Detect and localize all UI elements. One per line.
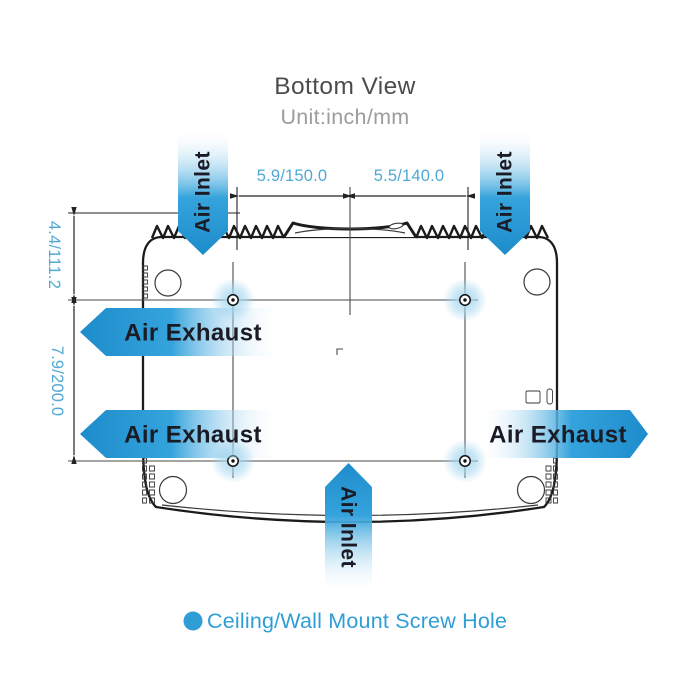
air-inlet-banner-top-right: Air Inlet [480, 128, 530, 255]
bottom-right-vent-slits [545, 457, 558, 504]
air-inlet-label: Air Inlet [192, 151, 215, 233]
air-inlet-label: Air Inlet [494, 151, 517, 233]
air-exhaust-label: Air Exhaust [124, 320, 262, 347]
air-inlet-banner-top-left: Air Inlet [178, 128, 228, 255]
air-inlet-arrow [178, 128, 228, 255]
connector-detail-slot [546, 388, 553, 405]
screw-hole-marker [443, 278, 487, 322]
unit-subtitle: Unit:inch/mm [280, 105, 409, 129]
airflow-banners: Air Inlet Air Inlet Air Inlet Air Exhaus… [80, 128, 648, 595]
center-reference-mark [336, 348, 343, 355]
air-exhaust-banner-left-lower: Air Exhaust [80, 410, 283, 458]
bottom-left-vent-slits [142, 457, 155, 504]
foot-pad-circle [154, 269, 182, 297]
air-exhaust-banner-left-upper: Air Exhaust [80, 308, 283, 356]
dimension-value-left-lower: 7.9/200.0 [48, 346, 66, 417]
air-inlet-arrow [325, 463, 372, 595]
air-inlet-label: Air Inlet [337, 486, 360, 568]
screw-hole-marker [443, 439, 487, 483]
dimension-value-top-left: 5.9/150.0 [257, 167, 328, 185]
foot-pad-circle [158, 475, 188, 505]
top-vent-sawtooth-right [414, 224, 550, 240]
screw-hole-dot [463, 459, 467, 463]
dimension-value-left-upper: 4.4/111.2 [45, 221, 63, 289]
air-exhaust-arrow [80, 410, 283, 458]
screw-hole-legend-dot [183, 611, 203, 631]
screw-hole-dot [463, 298, 467, 302]
air-exhaust-label: Air Exhaust [124, 422, 262, 449]
air-exhaust-label: Air Exhaust [489, 422, 627, 449]
screw-hole-dot [231, 298, 235, 302]
connector-detail-square [525, 390, 541, 404]
foot-pad-circle [523, 268, 551, 296]
lens-band-oval-detail [388, 222, 404, 230]
dimension-annotations: 5.9/150.0 5.5/140.0 4.4/111.2 7.9/200.0 [45, 167, 475, 464]
page-title: Bottom View [274, 73, 415, 100]
air-inlet-arrow [480, 128, 530, 255]
foot-pad-circle [516, 475, 546, 505]
dimension-value-top-right: 5.5/140.0 [374, 167, 445, 185]
air-exhaust-arrow [478, 410, 648, 458]
legend-label: Ceiling/Wall Mount Screw Hole [207, 609, 507, 633]
air-exhaust-arrow [80, 308, 283, 356]
left-edge-vent-slits [142, 265, 148, 299]
air-inlet-banner-bottom: Air Inlet [325, 463, 372, 595]
air-exhaust-banner-right: Air Exhaust [478, 410, 648, 458]
screw-hole-dot [231, 459, 235, 463]
legend: Ceiling/Wall Mount Screw Hole [183, 609, 507, 633]
